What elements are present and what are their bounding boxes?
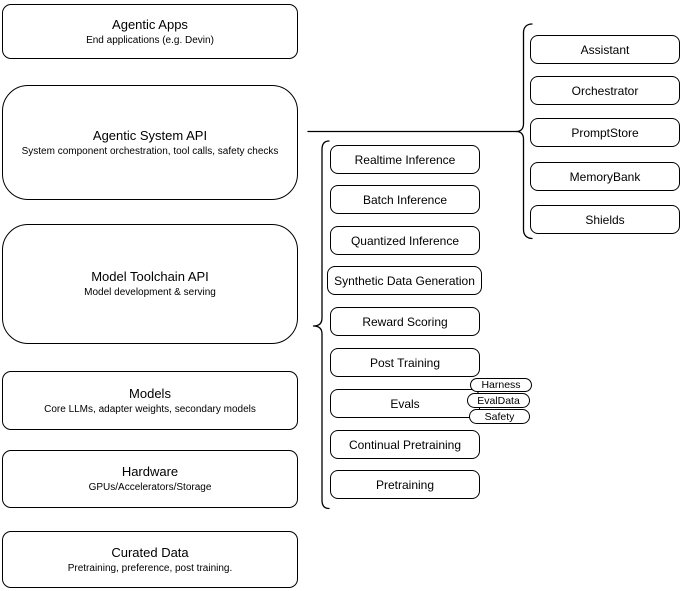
layer-subtitle: Model development & serving (84, 287, 216, 298)
toolchain-item-batch-inference: Batch Inference (330, 185, 480, 214)
layer-subtitle: End applications (e.g. Devin) (86, 34, 214, 46)
system-component-assistant: Assistant (530, 35, 680, 64)
system-component-memorybank: MemoryBank (530, 162, 680, 191)
layer-subtitle: System component orchestration, tool cal… (21, 145, 279, 157)
eval-tag-evaldata: EvalData (467, 393, 530, 408)
toolchain-item-reward-scoring: Reward Scoring (330, 307, 480, 336)
layer-title: Models (129, 385, 171, 401)
toolchain-item-continual-pretraining: Continual Pretraining (330, 430, 480, 459)
toolchain-item-quantized-inference: Quantized Inference (330, 226, 480, 255)
toolchain-brace (312, 140, 330, 510)
layer-title: Agentic System API (92, 127, 208, 143)
toolchain-item-synthetic-data-generation: Synthetic Data Generation (327, 266, 482, 295)
layer-model-toolchain-api: Model Toolchain API Model development & … (2, 224, 298, 344)
layer-title: Hardware (121, 464, 179, 479)
layer-subtitle: Pretraining, preference, post training. (67, 562, 233, 574)
system-component-shields: Shields (530, 205, 680, 234)
layer-title: Curated Data (111, 544, 189, 560)
eval-tag-harness: Harness (470, 378, 532, 392)
layer-hardware: Hardware GPUs/Accelerators/Storage (2, 450, 298, 508)
layer-title: Agentic Apps (112, 16, 188, 32)
layer-subtitle: Core LLMs, adapter weights, secondary mo… (44, 403, 256, 415)
system-component-orchestrator: Orchestrator (530, 76, 680, 105)
layer-title: Model Toolchain API (91, 269, 209, 284)
toolchain-item-post-training: Post Training (330, 348, 480, 377)
system-component-promptstore: PromptStore (530, 118, 680, 147)
layer-agentic-apps: Agentic Apps End applications (e.g. Devi… (2, 4, 298, 59)
toolchain-item-evals: Evals (330, 389, 480, 418)
eval-tag-safety: Safety (469, 409, 530, 424)
toolchain-item-realtime-inference: Realtime Inference (330, 145, 480, 174)
layer-agentic-system-api: Agentic System API System component orch… (2, 85, 298, 200)
toolchain-item-pretraining: Pretraining (330, 470, 480, 499)
layer-curated-data: Curated Data Pretraining, preference, po… (2, 531, 298, 588)
layer-subtitle: GPUs/Accelerators/Storage (88, 482, 212, 493)
layer-models: Models Core LLMs, adapter weights, secon… (2, 371, 298, 430)
